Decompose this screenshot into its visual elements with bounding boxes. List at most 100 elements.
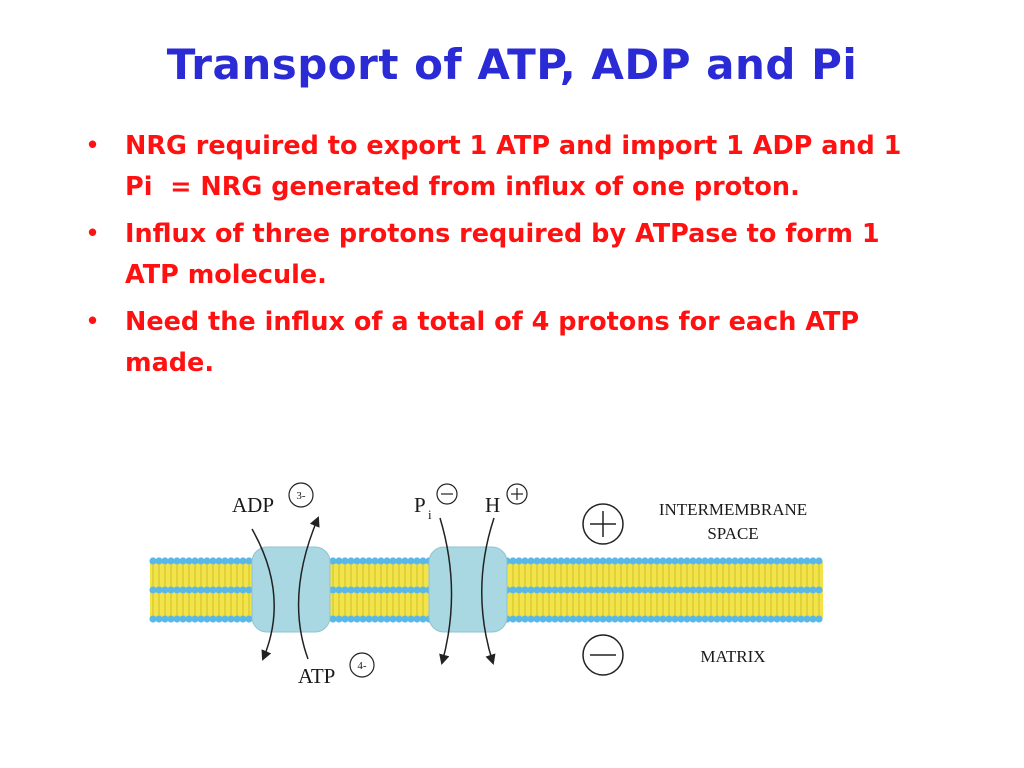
lipid-head <box>575 586 583 594</box>
lipid-head <box>779 615 787 623</box>
lipid-head <box>599 615 607 623</box>
lipid-head <box>683 586 691 594</box>
h-import-arrow <box>481 517 496 666</box>
lipid-head <box>731 586 739 594</box>
lipid-head <box>167 615 175 623</box>
lipid-head <box>377 586 385 594</box>
lipid-head <box>389 615 397 623</box>
lipid-head <box>605 557 613 565</box>
lipid-head <box>563 615 571 623</box>
lipid-head <box>761 615 769 623</box>
lipid-head <box>719 586 727 594</box>
lipid-head <box>533 557 541 565</box>
lipid-heads-bottom <box>149 615 823 623</box>
lipid-head <box>689 586 697 594</box>
lipid-head <box>161 586 169 594</box>
lipid-head <box>749 586 757 594</box>
lipid-head <box>401 586 409 594</box>
lipid-head <box>509 586 517 594</box>
bullet-dot: • <box>85 307 101 337</box>
lipid-head <box>737 615 745 623</box>
lipid-head <box>515 557 523 565</box>
lipid-head <box>347 615 355 623</box>
lipid-head <box>215 586 223 594</box>
intermembrane-label: INTERMEMBRANE <box>659 500 807 519</box>
lipid-head <box>419 557 427 565</box>
lipid-head <box>569 557 577 565</box>
lipid-head <box>587 615 595 623</box>
lipid-head <box>545 586 553 594</box>
lipid-head <box>737 557 745 565</box>
lipid-head <box>605 586 613 594</box>
lipid-head <box>563 557 571 565</box>
lipid-head <box>353 586 361 594</box>
lipid-head <box>413 557 421 565</box>
lipid-head <box>749 615 757 623</box>
lipid-head <box>347 557 355 565</box>
lipid-head <box>221 586 229 594</box>
lipid-head <box>719 615 727 623</box>
lipid-head <box>569 615 577 623</box>
lipid-head <box>647 557 655 565</box>
lipid-head <box>809 557 817 565</box>
lipid-head <box>767 615 775 623</box>
adp-charge: 3- <box>296 490 306 502</box>
matrix-label: MATRIX <box>700 647 765 666</box>
bullet-dot: • <box>85 131 101 161</box>
lipid-head <box>665 615 673 623</box>
lipid-head <box>209 586 217 594</box>
lipid-head <box>245 586 253 594</box>
bullet-item: •Need the influx of a total of 4 protons… <box>85 302 925 384</box>
space-label: SPACE <box>707 524 758 543</box>
lipid-head <box>335 615 343 623</box>
lipid-head <box>737 586 745 594</box>
lipid-head <box>785 586 793 594</box>
lipid-head <box>371 557 379 565</box>
lipid-head <box>341 586 349 594</box>
lipid-head <box>623 615 631 623</box>
lipid-head <box>203 615 211 623</box>
lipid-head <box>743 615 751 623</box>
lipid-head <box>389 557 397 565</box>
lipid-head <box>533 586 541 594</box>
bullet-text: NRG required to export 1 ATP and import … <box>125 131 911 202</box>
lipid-head <box>359 615 367 623</box>
lipid-head <box>407 615 415 623</box>
lipid-head <box>605 615 613 623</box>
lipid-head <box>191 557 199 565</box>
lipid-head <box>185 586 193 594</box>
lipid-head <box>521 586 529 594</box>
lipid-head <box>329 586 337 594</box>
lipid-head <box>221 615 229 623</box>
lipid-head <box>185 615 193 623</box>
lipid-head <box>359 557 367 565</box>
lipid-head <box>761 557 769 565</box>
lipid-head <box>227 557 235 565</box>
lipid-head <box>713 615 721 623</box>
lipid-head <box>743 586 751 594</box>
lipid-head <box>347 586 355 594</box>
lipid-head <box>395 557 403 565</box>
lipid-head <box>647 615 655 623</box>
lipid-head <box>539 615 547 623</box>
lipid-head <box>413 615 421 623</box>
lipid-head <box>509 557 517 565</box>
lipid-head <box>335 586 343 594</box>
lipid-head <box>527 586 535 594</box>
lipid-head <box>155 586 163 594</box>
lipid-head <box>407 586 415 594</box>
adp-import-arrow <box>251 528 275 661</box>
lipid-head <box>659 557 667 565</box>
lipid-head <box>593 586 601 594</box>
lipid-head <box>773 557 781 565</box>
lipid-head <box>749 557 757 565</box>
lipid-head <box>203 586 211 594</box>
lipid-head <box>233 615 241 623</box>
lipid-head <box>617 615 625 623</box>
lipid-head <box>365 615 373 623</box>
lipid-head <box>707 586 715 594</box>
lipid-head <box>371 586 379 594</box>
lipid-head <box>809 615 817 623</box>
lipid-head <box>671 557 679 565</box>
lipid-head <box>635 586 643 594</box>
